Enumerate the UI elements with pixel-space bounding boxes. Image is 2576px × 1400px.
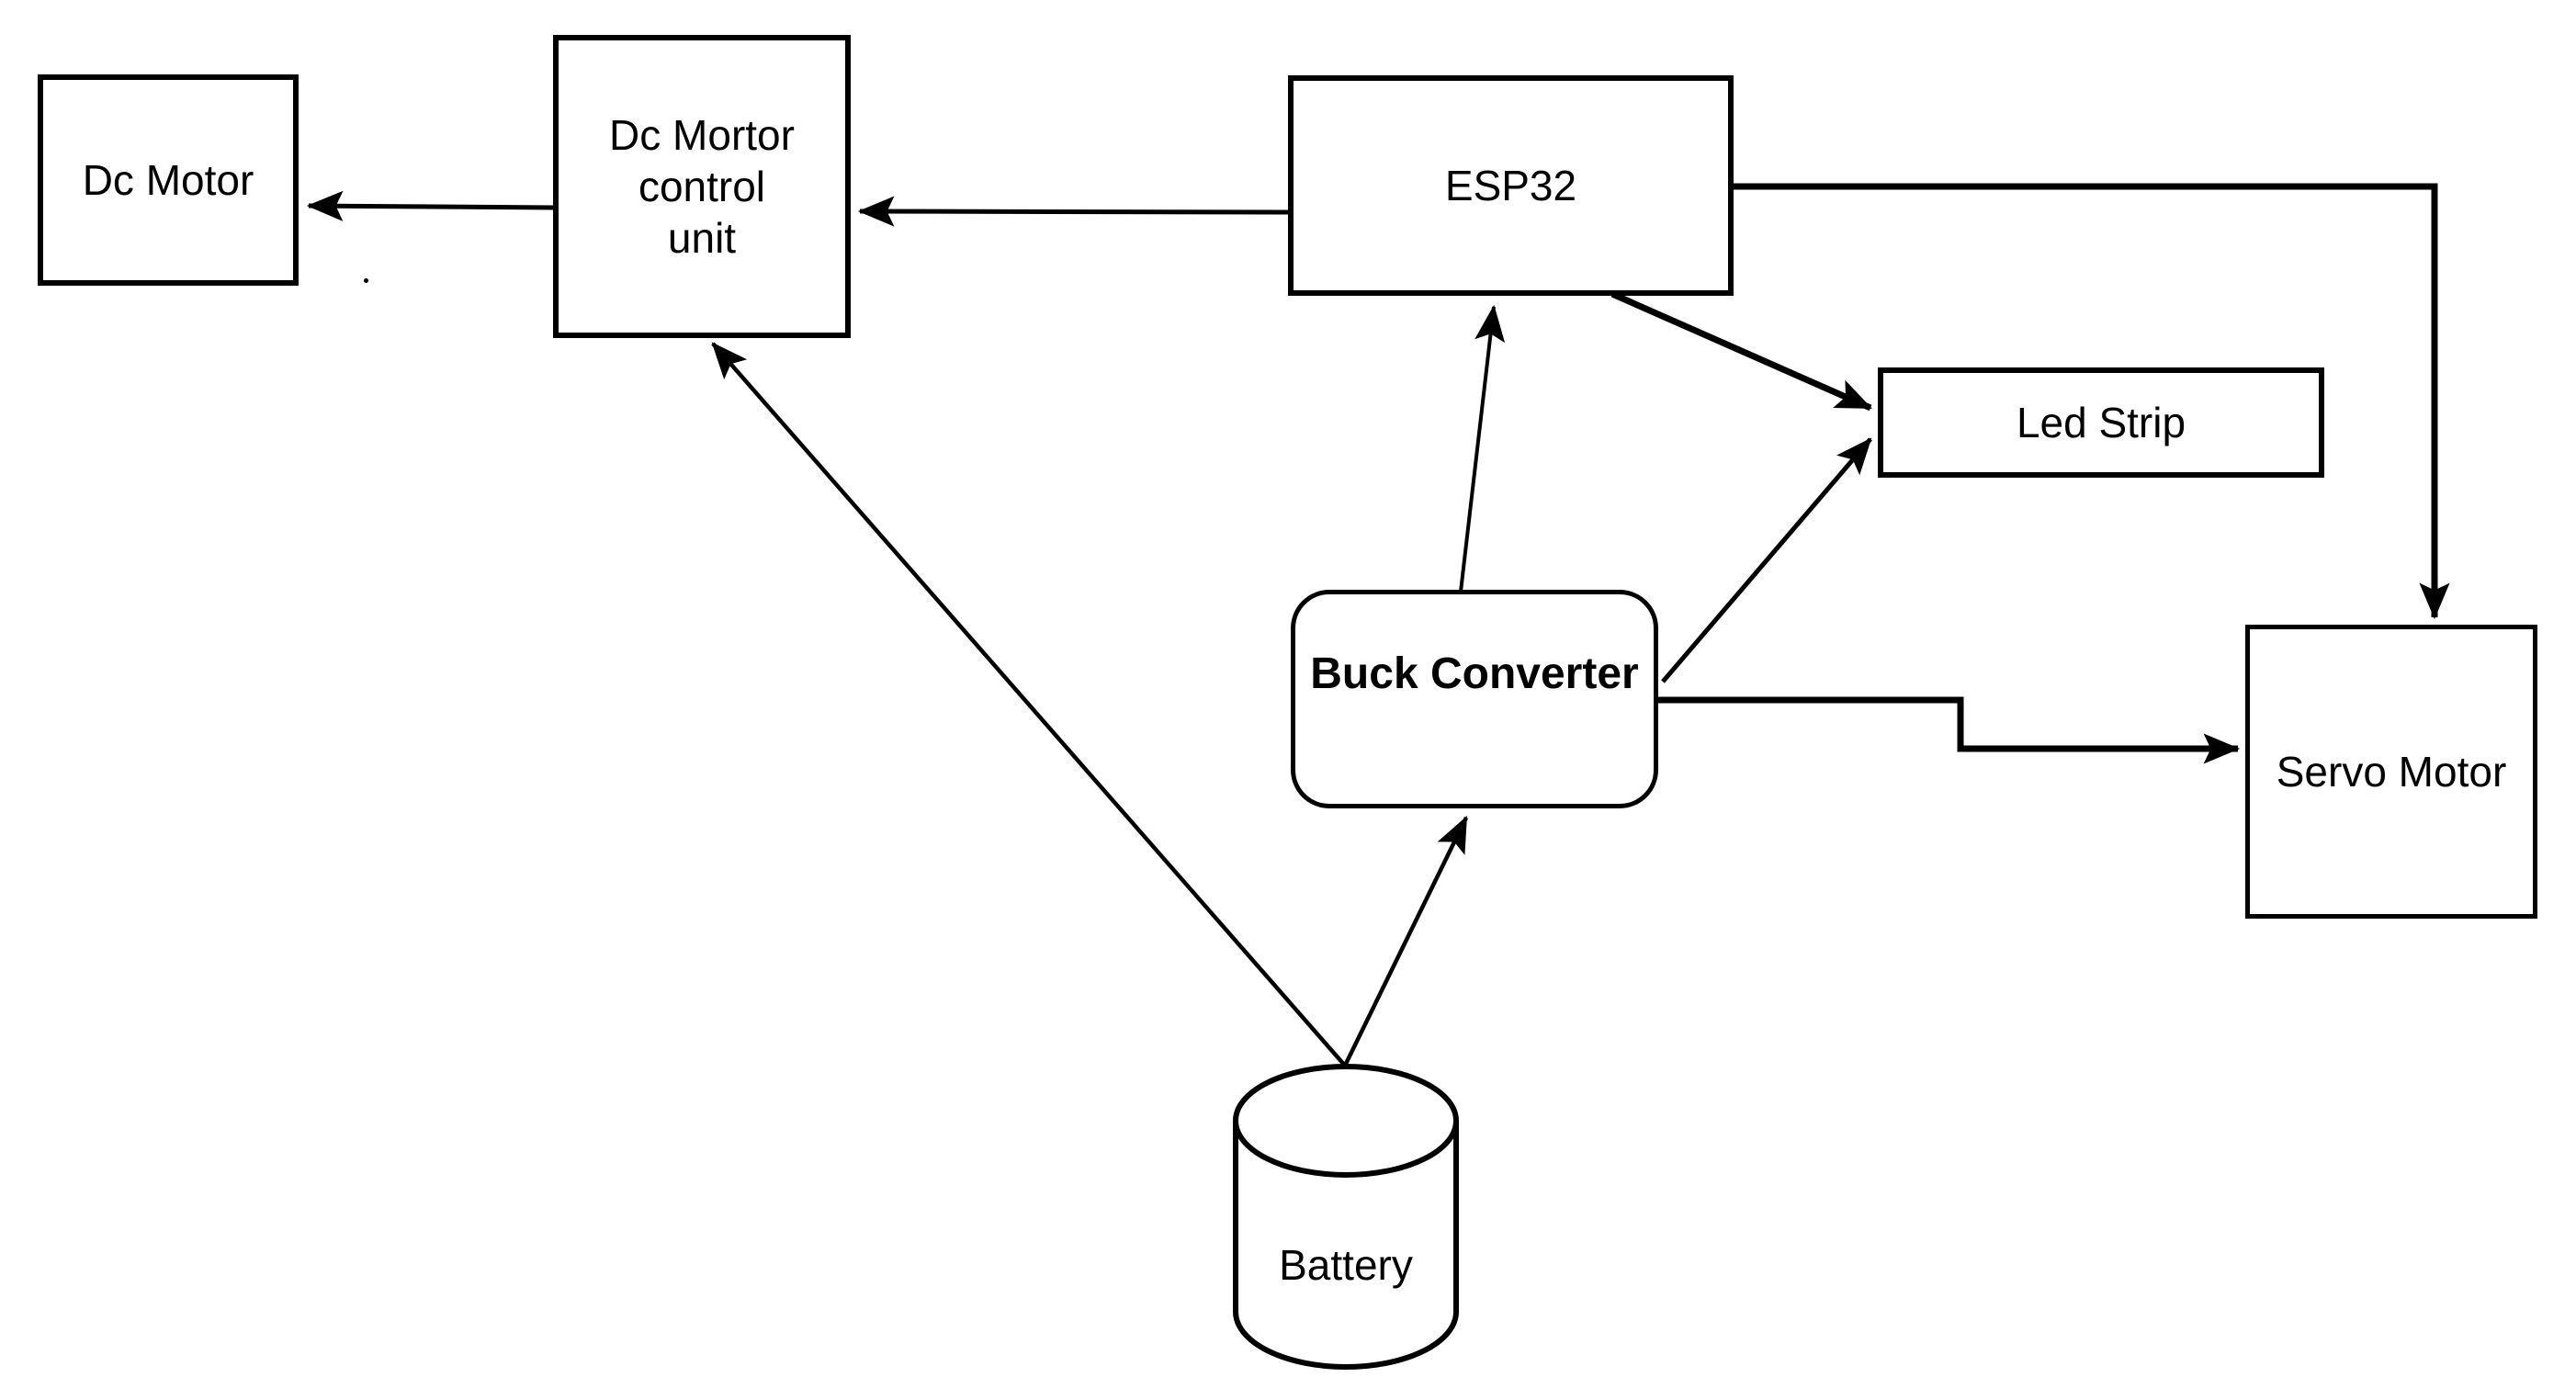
edge-battery-to-buck-converter	[1342, 816, 1469, 1067]
edge-buck-converter-to-esp32	[1459, 304, 1506, 593]
edge-control-unit-to-dc-motor	[306, 190, 554, 221]
node-esp32-label: ESP32	[1444, 161, 1577, 209]
edge-esp32-to-control-unit	[857, 196, 1289, 227]
node-dc-motor-label: Dc Motor	[82, 155, 254, 204]
node-buck-converter-label: Buck Converter	[1310, 649, 1639, 698]
node-buck-converter: Buck Converter	[1291, 590, 1658, 808]
stray-dot	[364, 278, 368, 283]
battery-cylinder-shape	[1233, 1064, 1459, 1370]
node-dc-motor: Dc Motor	[38, 74, 299, 286]
node-dc-motor-control-unit: Dc Mortor control unit	[553, 35, 851, 338]
node-led-strip: Led Strip	[1878, 367, 2324, 478]
edge-battery-to-control-unit	[711, 342, 1347, 1067]
edge-buck-converter-to-servo-motor	[1658, 696, 2241, 764]
edge-esp32-to-servo-motor	[1734, 183, 2450, 620]
node-servo-motor: Servo Motor	[2245, 625, 2537, 919]
node-led-strip-label: Led Strip	[2016, 398, 2186, 446]
node-dc-motor-control-unit-label: Dc Mortor control unit	[609, 110, 795, 263]
edge-buck-converter-to-led-strip	[1661, 437, 1872, 683]
node-esp32: ESP32	[1288, 75, 1734, 296]
node-servo-motor-label: Servo Motor	[2276, 747, 2507, 796]
edge-esp32-to-led-strip	[1610, 290, 1872, 412]
